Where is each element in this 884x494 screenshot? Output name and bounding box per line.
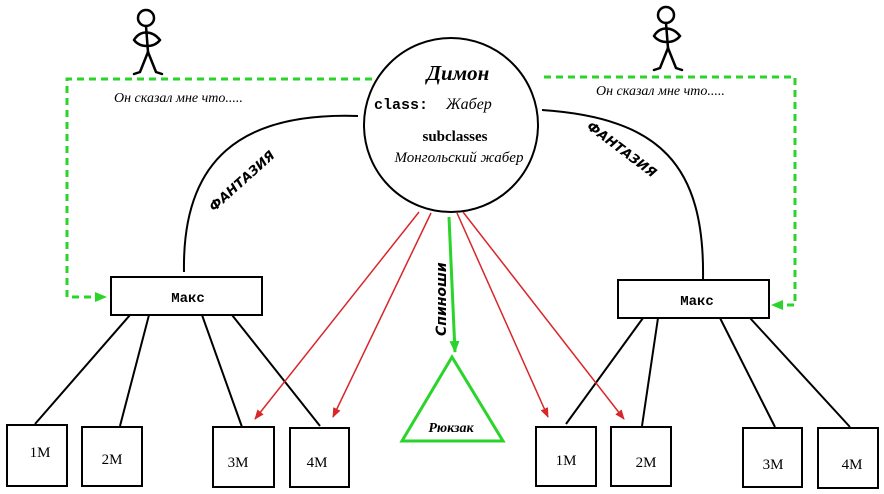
left-child-label-1: 1M [30, 445, 51, 461]
green-down-arrow [447, 216, 460, 353]
right-child-label-1: 1M [556, 453, 577, 469]
center-title: Димон [425, 61, 490, 85]
left-child-label-2: 2M [102, 452, 123, 468]
right-node-box [617, 279, 770, 319]
red-arrow-left-4m [332, 212, 432, 418]
red-arrow-right-2m [462, 211, 625, 420]
edge-right-2m [641, 317, 659, 427]
right-stick-figure-icon [652, 5, 684, 72]
bag-label: Рюкзак [428, 421, 474, 436]
subclasses-label: subclasses [422, 129, 487, 145]
edge-left-1m [34, 314, 131, 425]
left-child-label-3: 3M [228, 455, 249, 471]
left-child-box-1 [6, 424, 68, 487]
left-node-label: Макс [171, 291, 205, 307]
class-value: Жабер [445, 96, 492, 113]
edge-left-2m [119, 314, 150, 427]
right-dashed-path [544, 75, 797, 310]
left-child-box-3 [212, 426, 275, 488]
right-child-box-1 [535, 426, 597, 487]
left-node-box [110, 276, 263, 316]
link-left-curve [182, 114, 359, 273]
right-child-box-3 [742, 427, 803, 488]
red-arrow-right-1m [456, 212, 549, 418]
subclasses-value: Монгольский жабер [394, 150, 524, 166]
edge-right-3m [719, 317, 776, 428]
right-node-label: Макс [680, 294, 714, 310]
left-child-box-4 [289, 427, 350, 488]
center-circle [363, 37, 539, 213]
left-child-box-2 [81, 426, 143, 487]
right-child-box-2 [610, 426, 672, 487]
link-right-label: ФАНТАЗИЯ [584, 119, 659, 181]
left-quote: Он сказал мне что..... [114, 91, 243, 106]
down-label: Спиноши [434, 262, 450, 336]
right-quote: Он сказал мне что..... [596, 84, 725, 99]
red-arrow-left-3m [254, 211, 420, 420]
right-child-label-2: 2M [636, 455, 657, 471]
right-child-box-4 [817, 427, 879, 489]
link-right-curve [541, 109, 705, 281]
bag-triangle [399, 354, 506, 443]
edge-right-4m [749, 317, 851, 428]
edge-right-1m [565, 317, 644, 425]
left-dashed-path [65, 77, 372, 302]
left-stick-figure-icon [132, 8, 164, 76]
right-child-label-4: 4M [842, 457, 863, 473]
edge-left-3m [201, 314, 243, 428]
edge-left-4m [231, 314, 321, 427]
left-child-label-4: 4M [307, 455, 328, 471]
right-child-label-3: 3M [763, 457, 784, 473]
class-keyword: class: [374, 97, 428, 114]
